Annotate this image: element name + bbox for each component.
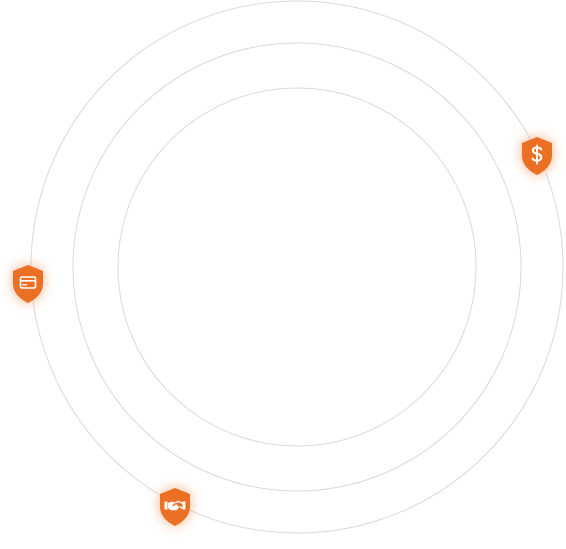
handshake-icon bbox=[160, 488, 190, 526]
dollar-icon bbox=[522, 137, 552, 175]
handshake-shield-badge bbox=[158, 487, 192, 527]
outer-orbit-ring bbox=[30, 0, 564, 534]
credit-card-icon bbox=[13, 265, 43, 303]
dollar-shield-badge bbox=[520, 136, 554, 176]
inner-orbit-ring bbox=[117, 87, 477, 447]
card-shield-badge bbox=[11, 264, 45, 304]
middle-orbit-ring bbox=[72, 42, 522, 492]
